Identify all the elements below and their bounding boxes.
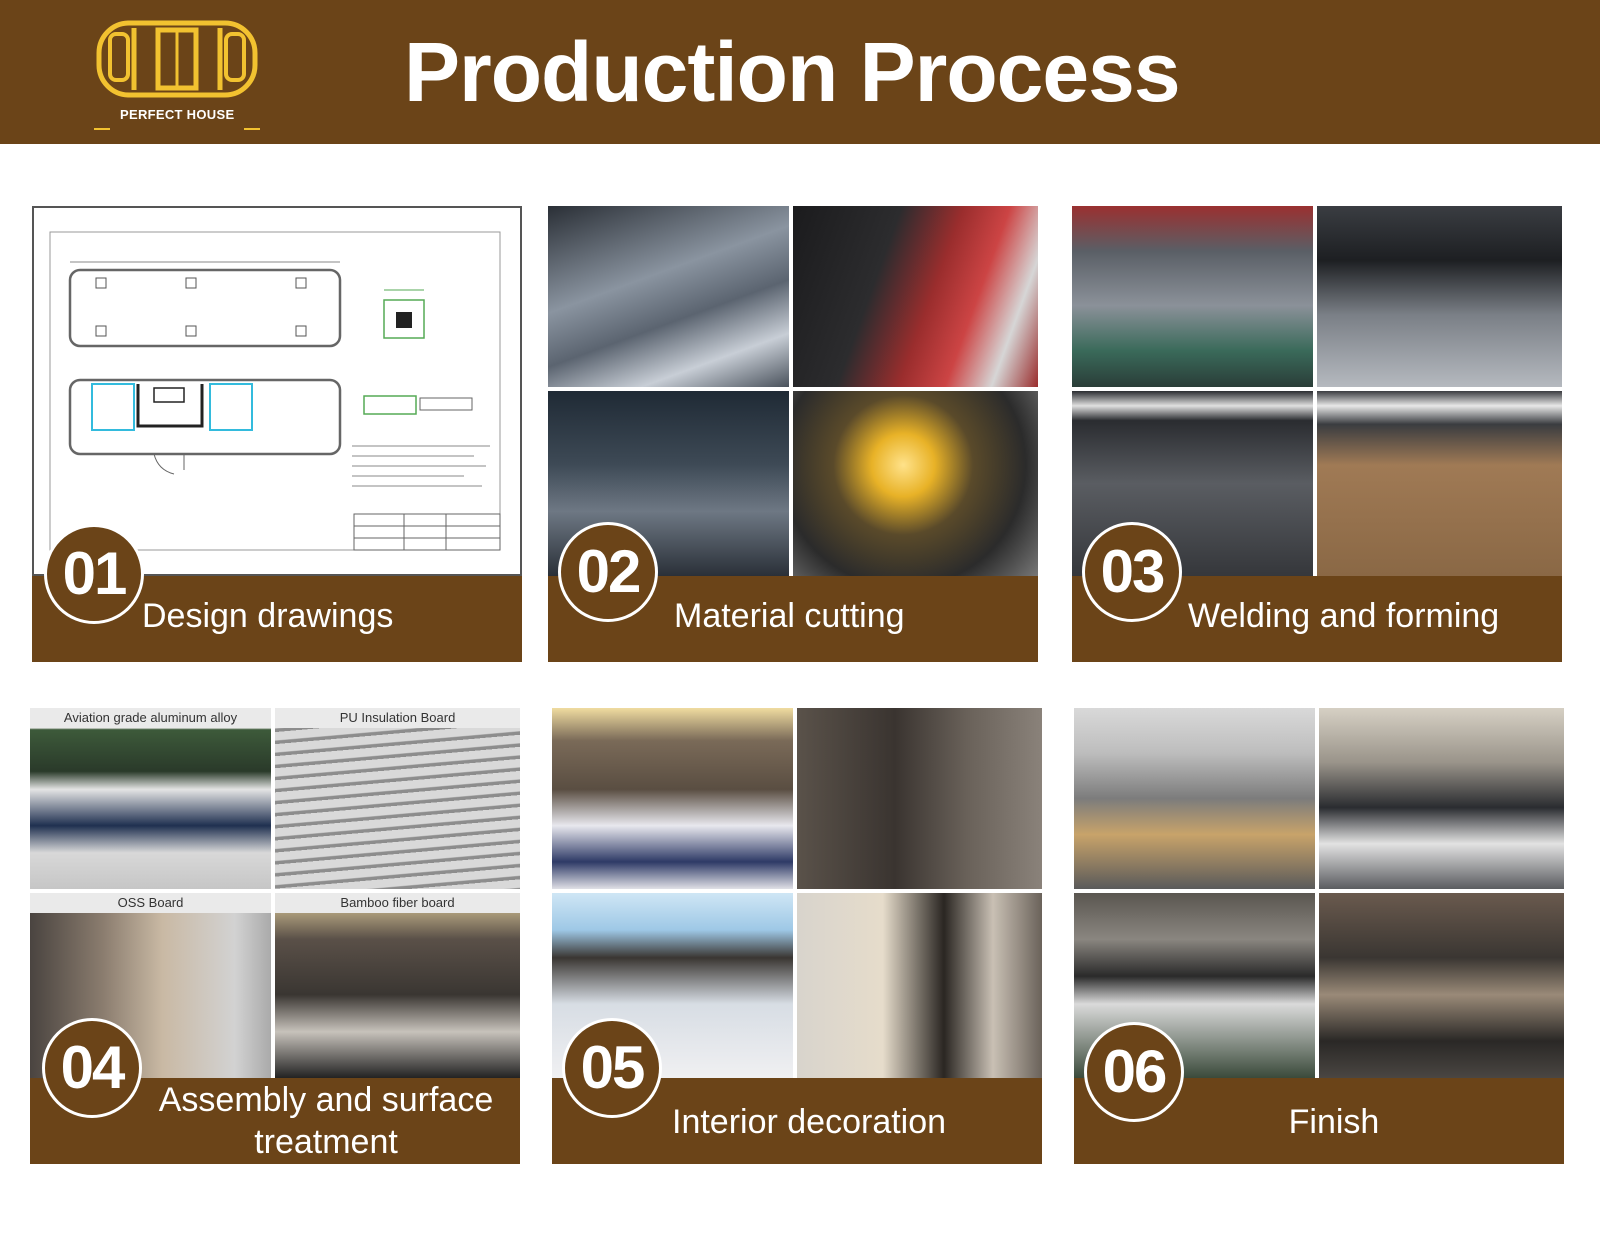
interior-decoration-photos bbox=[552, 708, 1042, 1078]
factory-floor-photo bbox=[1072, 206, 1313, 387]
step-label: Welding and forming bbox=[1188, 597, 1500, 635]
photo-caption: Aviation grade aluminum alloy bbox=[30, 708, 271, 728]
capsule-finished-photo bbox=[1319, 893, 1564, 1078]
step-label-line1: Assembly and surface bbox=[158, 1081, 494, 1119]
step-label-line2: treatment bbox=[254, 1123, 398, 1161]
photo-caption: Bamboo fiber board bbox=[275, 893, 520, 913]
formed-module-photo bbox=[1317, 391, 1562, 576]
bedroom-photo bbox=[552, 708, 793, 889]
step-number-badge: 06 bbox=[1084, 1022, 1184, 1122]
step-label: Finish bbox=[1288, 1103, 1380, 1141]
step-number-badge: 03 bbox=[1082, 522, 1182, 622]
page-title: Production Process bbox=[404, 25, 1181, 119]
assembly-photos: Aviation grade aluminum alloy PU Insulat… bbox=[30, 708, 520, 1078]
insulation-board-photo: PU Insulation Board bbox=[275, 708, 520, 889]
material-cutting-photos bbox=[548, 206, 1038, 576]
photo-caption: PU Insulation Board bbox=[275, 708, 520, 728]
capsule-house-icon bbox=[96, 20, 258, 98]
step-number-badge: 01 bbox=[44, 524, 144, 624]
step-number-badge: 04 bbox=[42, 1018, 142, 1118]
step-label: Material cutting bbox=[674, 597, 905, 635]
brand-logo[interactable]: PERFECT HOUSE bbox=[92, 16, 262, 130]
step-card-06[interactable]: Finish 06 bbox=[1074, 708, 1564, 1164]
step-card-01[interactable]: Design drawings 01 bbox=[32, 206, 522, 662]
aluminum-alloy-photo: Aviation grade aluminum alloy bbox=[30, 708, 271, 889]
logo-divider-right bbox=[244, 128, 260, 130]
worker-cutting-photo bbox=[793, 206, 1038, 387]
step-card-05[interactable]: Interior decoration 05 bbox=[552, 708, 1042, 1164]
capsule-exterior-photo bbox=[1074, 708, 1315, 889]
welding-forming-photos bbox=[1072, 206, 1562, 576]
capsule-glass-photo bbox=[1319, 708, 1564, 889]
saw-sparks-photo bbox=[793, 391, 1038, 576]
step-card-04[interactable]: Aviation grade aluminum alloy PU Insulat… bbox=[30, 708, 520, 1164]
logo-divider-left bbox=[94, 128, 110, 130]
bamboo-board-photo: Bamboo fiber board bbox=[275, 893, 520, 1078]
step-label: Design drawings bbox=[142, 597, 394, 635]
brand-name: PERFECT HOUSE bbox=[120, 107, 235, 122]
aluminum-profiles-photo bbox=[548, 206, 789, 387]
bathroom-photo bbox=[797, 708, 1042, 889]
workshop-hall-photo bbox=[1317, 206, 1562, 387]
kitchen-photo bbox=[797, 893, 1042, 1078]
design-drawing-image bbox=[32, 206, 522, 576]
step-number-badge: 02 bbox=[558, 522, 658, 622]
step-card-02[interactable]: Material cutting 02 bbox=[548, 206, 1038, 662]
header-bar: PERFECT HOUSE Production Process bbox=[0, 0, 1600, 144]
floor-plan-drawing bbox=[49, 231, 501, 551]
step-card-03[interactable]: Welding and forming 03 bbox=[1072, 206, 1562, 662]
step-label: Interior decoration bbox=[672, 1103, 947, 1141]
photo-caption: OSS Board bbox=[30, 893, 271, 913]
finished-house-photos bbox=[1074, 708, 1564, 1078]
step-number-badge: 05 bbox=[562, 1018, 662, 1118]
